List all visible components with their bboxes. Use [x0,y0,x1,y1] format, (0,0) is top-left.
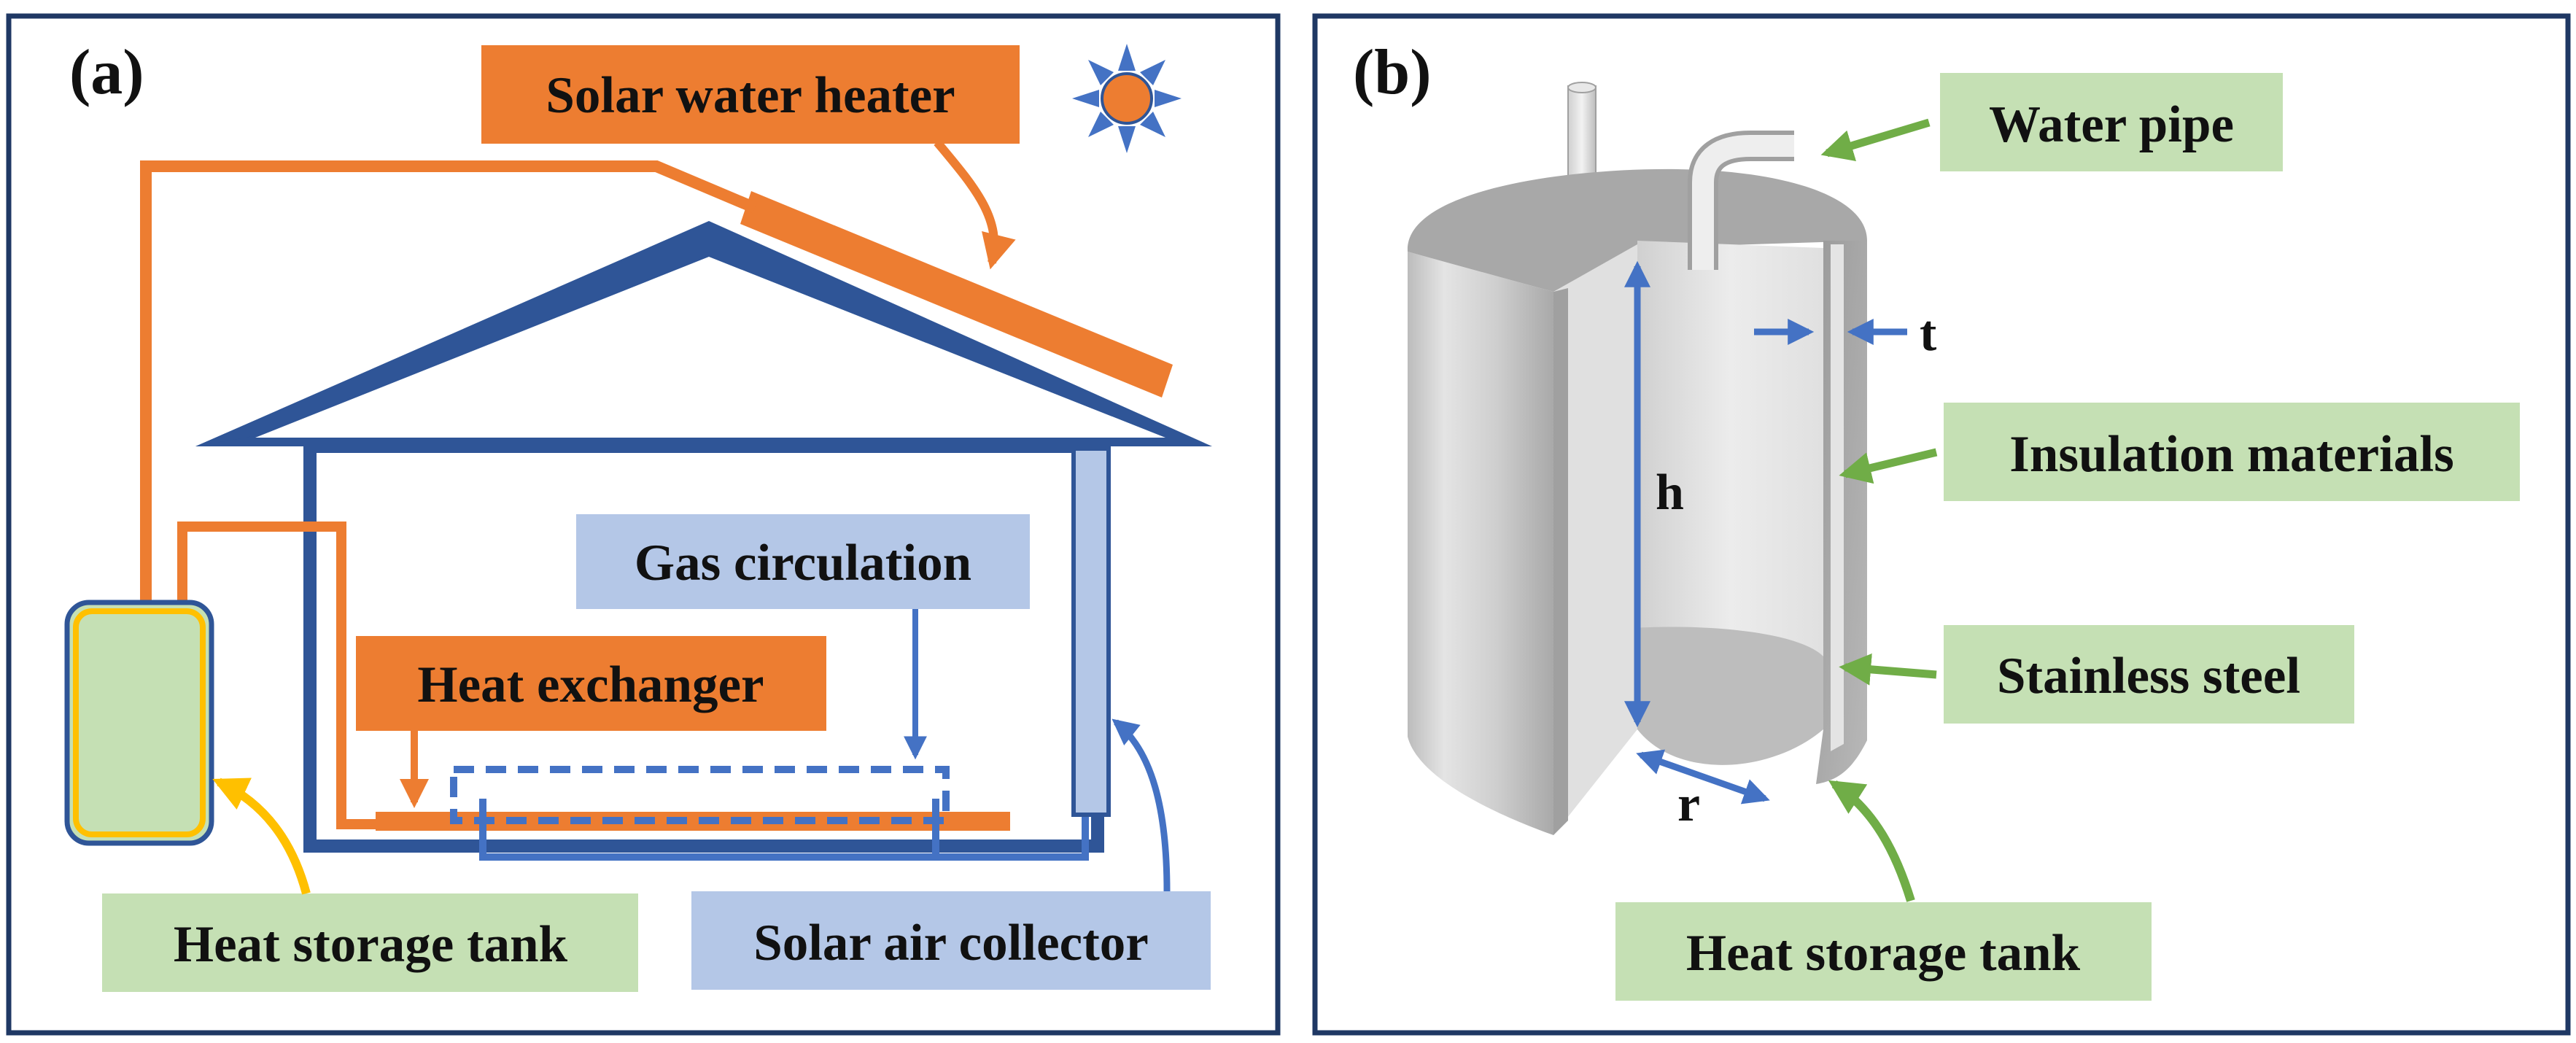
heat-storage-tank-label-box-a [102,893,638,992]
panel-b: (b) h r [1312,13,2571,1036]
house-attic [255,257,1165,438]
solar-water-heater-label-box [481,45,1020,144]
stainless-steel-arrow [1839,653,1937,686]
gas-circulation-duct [450,766,950,824]
heat-storage-tank-arrow-b [1828,780,1915,902]
panel-a: (a) [6,13,1281,1036]
water-pipe-label-box [1940,73,2283,171]
solar-air-collector-arrow [1112,718,1171,892]
solar-water-heater-panel [740,191,1173,398]
gas-circulation-label-box [576,514,1030,609]
heat-exchanger-label: Heat exchanger [417,656,764,713]
insulation-materials-label: Insulation materials [2009,426,2453,483]
heat-storage-tank-label-a: Heat storage tank [174,916,568,973]
panel-a-tag: (a) [69,37,144,108]
insulation-materials-label-box [1944,403,2520,501]
thickness-symbol: t [1920,306,1936,362]
stainless-steel-label-box [1944,625,2354,724]
heat-exchanger-bar [376,812,1010,831]
water-pipe-label: Water pipe [1989,96,2234,153]
heat-storage-tank-label-box-b [1615,902,2152,1001]
tank-cutaway-illustration [1407,82,1867,835]
heat-storage-tank-label-b: Heat storage tank [1686,925,2081,982]
heat-storage-tank-arrow-a [212,778,311,895]
solar-air-collector-label-box [691,891,1211,990]
insulation-materials-arrow [1839,448,1938,484]
heat-exchanger-label-box [356,636,826,731]
gas-circulation-label: Gas circulation [635,535,971,592]
solar-water-heater-arrow [934,139,1016,270]
exchanger-supply-pipe [177,522,394,829]
solar-air-collector-panel [1071,446,1111,817]
hot-water-pipe [140,160,758,604]
solar-air-collector-label: Solar air collector [753,915,1149,972]
sun-icon [1072,44,1182,153]
radius-dimension-arrow [1636,749,1770,804]
heat-storage-tank-icon [64,600,214,846]
stainless-steel-label: Stainless steel [1997,648,2300,705]
radius-symbol: r [1677,776,1700,832]
panel-b-tag: (b) [1353,37,1432,108]
height-symbol: h [1656,465,1684,521]
solar-water-heater-label: Solar water heater [546,67,955,124]
water-pipe-arrow [1820,118,1931,161]
air-return-pipe [479,799,1089,861]
